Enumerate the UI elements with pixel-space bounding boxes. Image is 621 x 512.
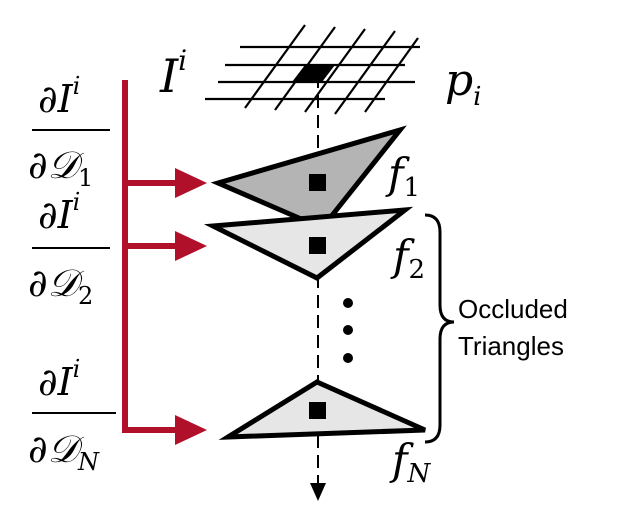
highlighted-pixel: [292, 65, 335, 82]
occluded-label-line1: Occluded: [458, 294, 568, 324]
face-label-f2: f2: [390, 231, 425, 285]
point-label: pi: [445, 55, 482, 112]
svg-text:∂𝒟N: ∂𝒟N: [28, 427, 100, 476]
gradient-arrows: [122, 80, 207, 445]
intersection-f2: [309, 237, 326, 254]
derivative-d1: ∂Ii ∂𝒟1: [28, 72, 110, 192]
derivative-d2: ∂Ii ∂𝒟2: [28, 188, 110, 310]
ellipsis-dot: [343, 325, 353, 335]
svg-text:∂Ii: ∂Ii: [38, 72, 80, 121]
pixel-label: Ii: [159, 44, 187, 103]
ellipsis-dot: [343, 298, 353, 308]
derivative-dN: ∂Ii ∂𝒟N: [28, 355, 116, 476]
occluded-brace: [424, 213, 455, 444]
svg-text:∂𝒟1: ∂𝒟1: [28, 143, 93, 192]
occluded-label-line2: Triangles: [458, 331, 564, 361]
svg-text:∂Ii: ∂Ii: [38, 188, 80, 237]
svg-text:∂Ii: ∂Ii: [38, 355, 80, 404]
ellipsis-dot: [343, 353, 353, 363]
svg-text:∂𝒟2: ∂𝒟2: [28, 261, 93, 310]
face-label-f1: f1: [385, 149, 420, 203]
intersection-f1: [309, 174, 326, 191]
triangle-fN: [218, 379, 427, 440]
intersection-fN: [309, 402, 326, 419]
